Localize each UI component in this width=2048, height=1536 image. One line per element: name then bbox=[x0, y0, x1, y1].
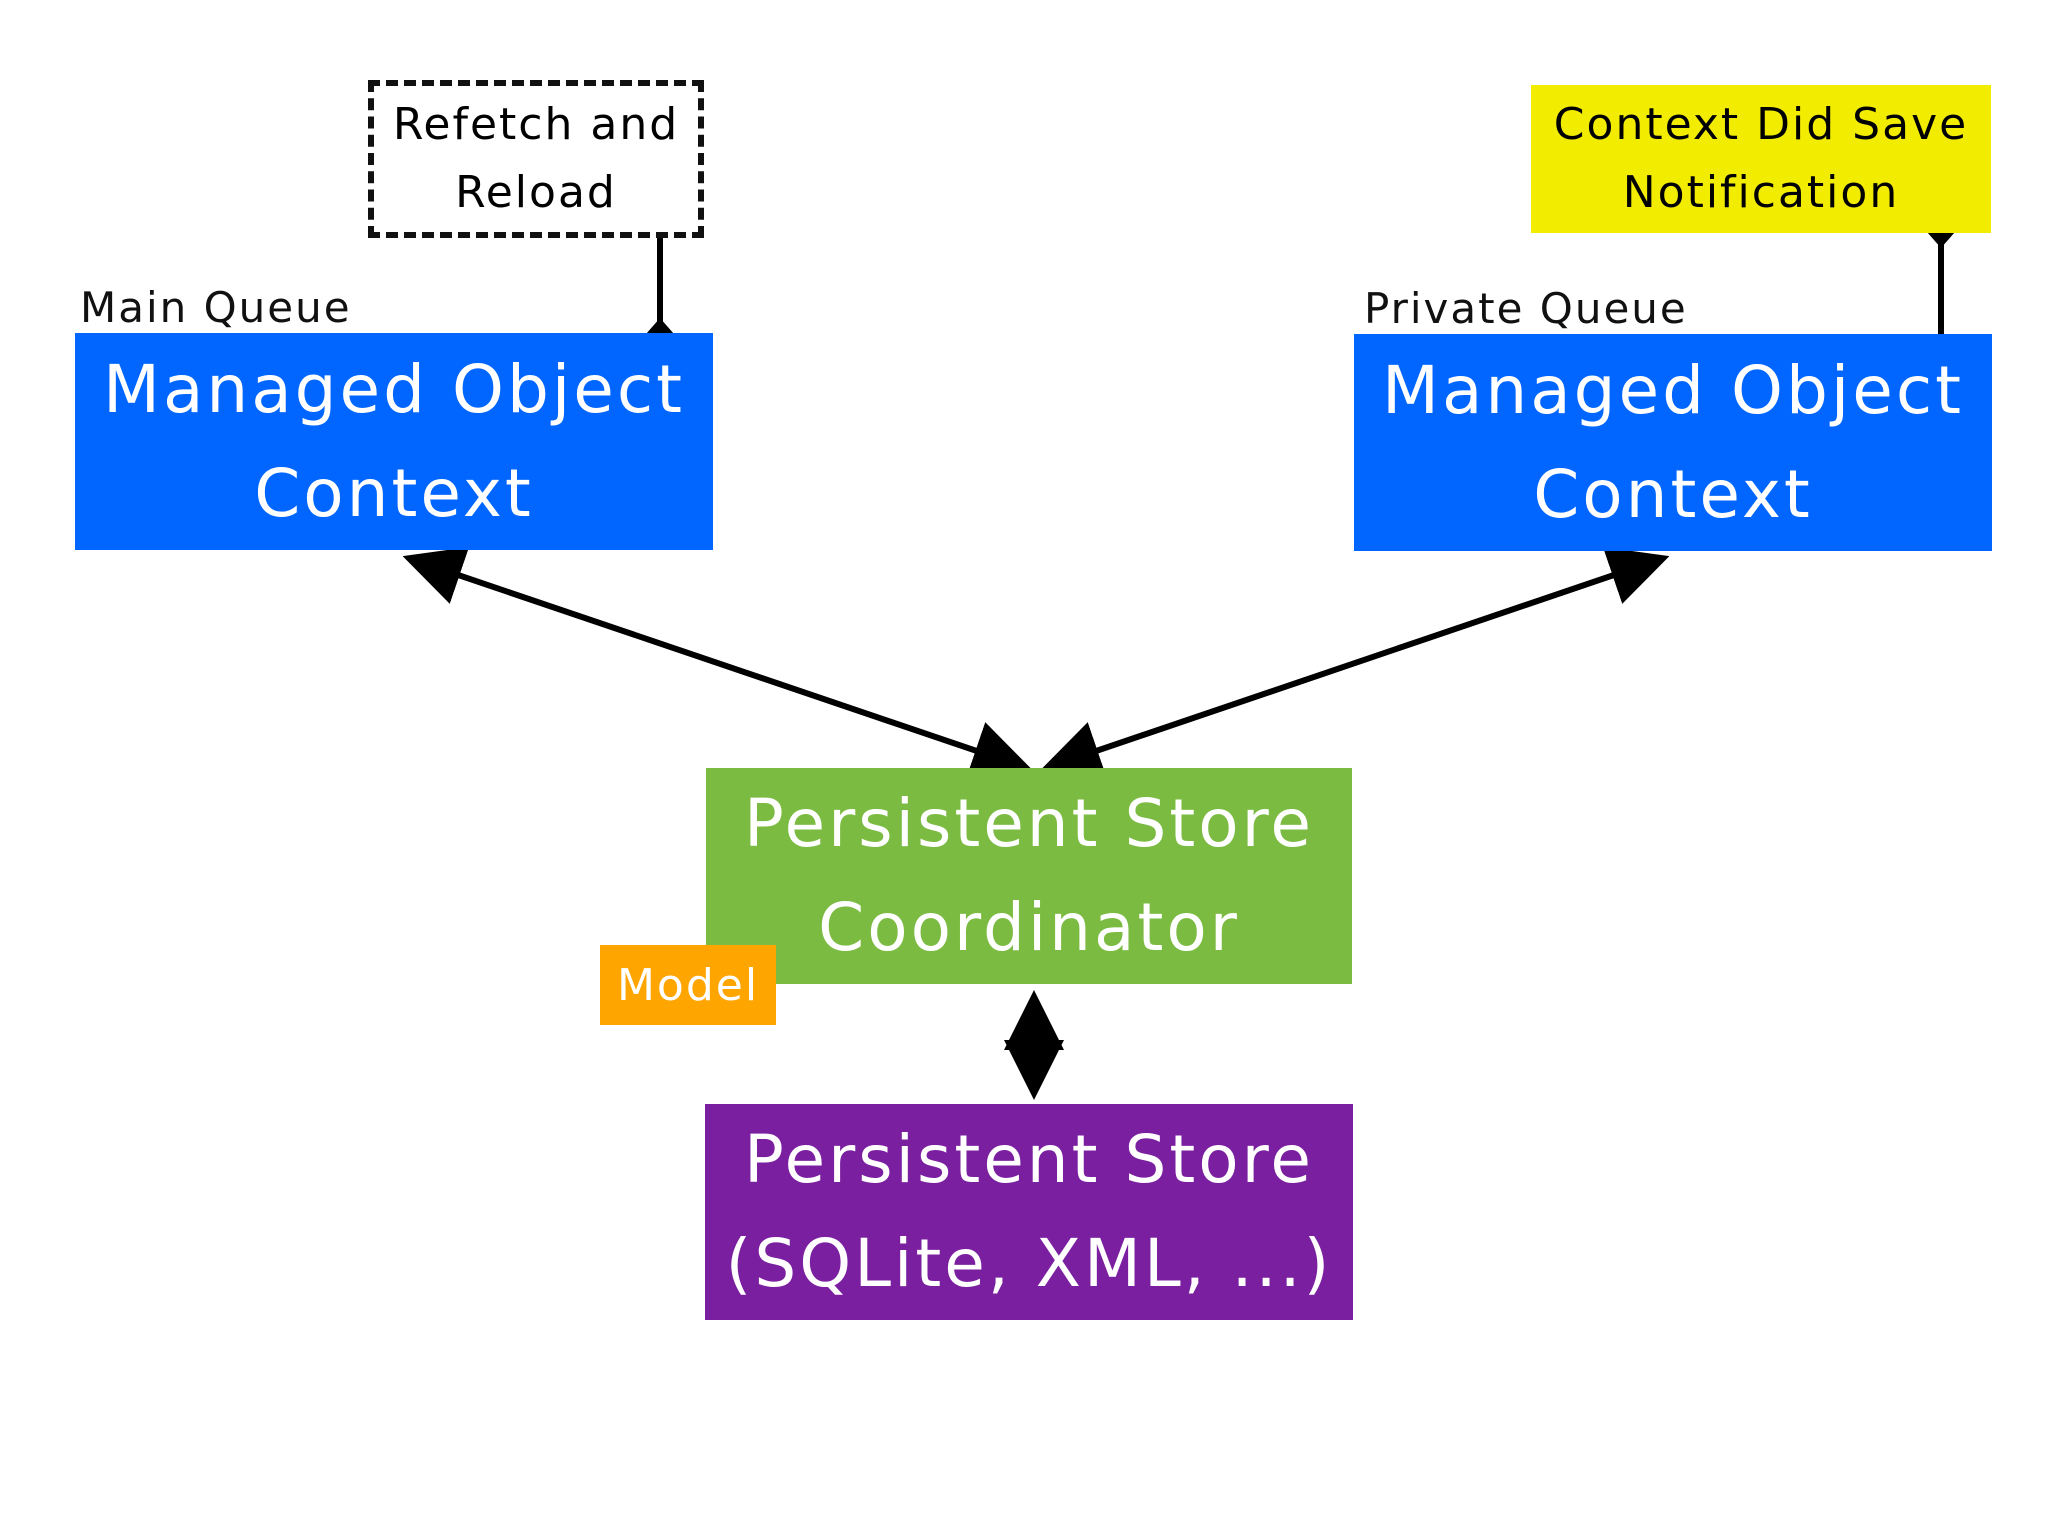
refetch-note: Refetch and Reload bbox=[368, 80, 704, 238]
left-context-coordinator-arrow bbox=[402, 547, 1033, 779]
model-badge: Model bbox=[600, 945, 776, 1025]
main-managed-object-context: Managed Object Context bbox=[75, 333, 713, 550]
refetch-connector-tip bbox=[646, 318, 674, 334]
persistent-store-coordinator: Persistent Store Coordinator bbox=[706, 768, 1352, 984]
private-queue-label: Private Queue bbox=[1364, 284, 1688, 333]
main-queue-label: Main Queue bbox=[80, 283, 352, 332]
notification-connector-tip bbox=[1927, 232, 1955, 248]
notification-note: Context Did Save Notification bbox=[1531, 85, 1991, 233]
right-context-coordinator-arrow bbox=[1040, 547, 1670, 779]
private-managed-object-context: Managed Object Context bbox=[1354, 334, 1992, 551]
persistent-store: Persistent Store (SQLite, XML, ...) bbox=[705, 1104, 1353, 1320]
